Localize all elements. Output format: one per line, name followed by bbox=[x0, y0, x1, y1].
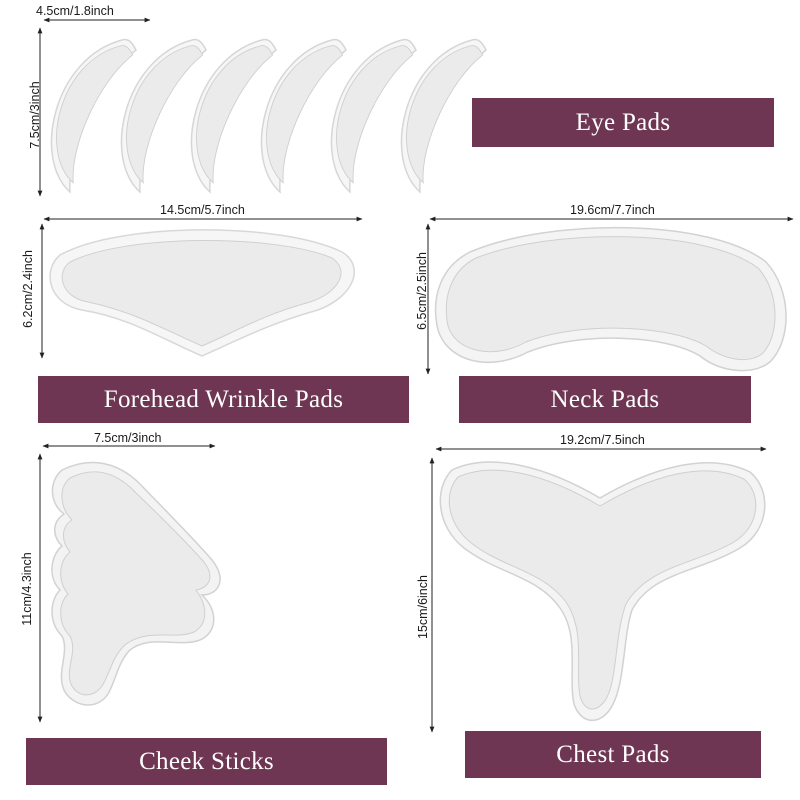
cheek-sticks-banner: Cheek Sticks bbox=[26, 738, 387, 785]
chest-width-label: 19.2cm/7.5inch bbox=[560, 433, 645, 447]
cheek-stick-pad bbox=[51, 461, 221, 706]
eye-pad-inner bbox=[126, 45, 204, 184]
chest-pad bbox=[439, 461, 766, 722]
forehead-pad bbox=[49, 229, 355, 357]
eye-pad-inner bbox=[196, 45, 274, 184]
forehead-height-label: 6.2cm/2.4inch bbox=[21, 250, 35, 328]
eye-width-label: 4.5cm/1.8inch bbox=[36, 4, 114, 18]
eye-pad-inner bbox=[266, 45, 344, 184]
cheek-width-label: 7.5cm/3inch bbox=[94, 431, 162, 445]
chest-pads-banner: Chest Pads bbox=[465, 731, 761, 778]
neck-height-label: 6.5cm/2.5inch bbox=[415, 252, 429, 330]
eye-height-label: 7.5cm/3inch bbox=[28, 81, 42, 149]
eye-pad-inner bbox=[336, 45, 414, 184]
neck-width-label: 19.6cm/7.7inch bbox=[570, 203, 655, 217]
cheek-height-label: 11cm/4.3inch bbox=[20, 552, 34, 626]
forehead-pads-banner: Forehead Wrinkle Pads bbox=[38, 376, 409, 423]
forehead-width-label: 14.5cm/5.7inch bbox=[160, 203, 245, 217]
neck-pad bbox=[434, 226, 787, 372]
dimension-lines bbox=[37, 17, 794, 733]
chest-height-label: 15cm/6inch bbox=[416, 575, 430, 639]
eye-pad-inner bbox=[56, 45, 134, 184]
eye-pads-banner: Eye Pads bbox=[472, 98, 774, 147]
eye-pads-group bbox=[50, 38, 487, 193]
neck-pads-banner: Neck Pads bbox=[459, 376, 751, 423]
